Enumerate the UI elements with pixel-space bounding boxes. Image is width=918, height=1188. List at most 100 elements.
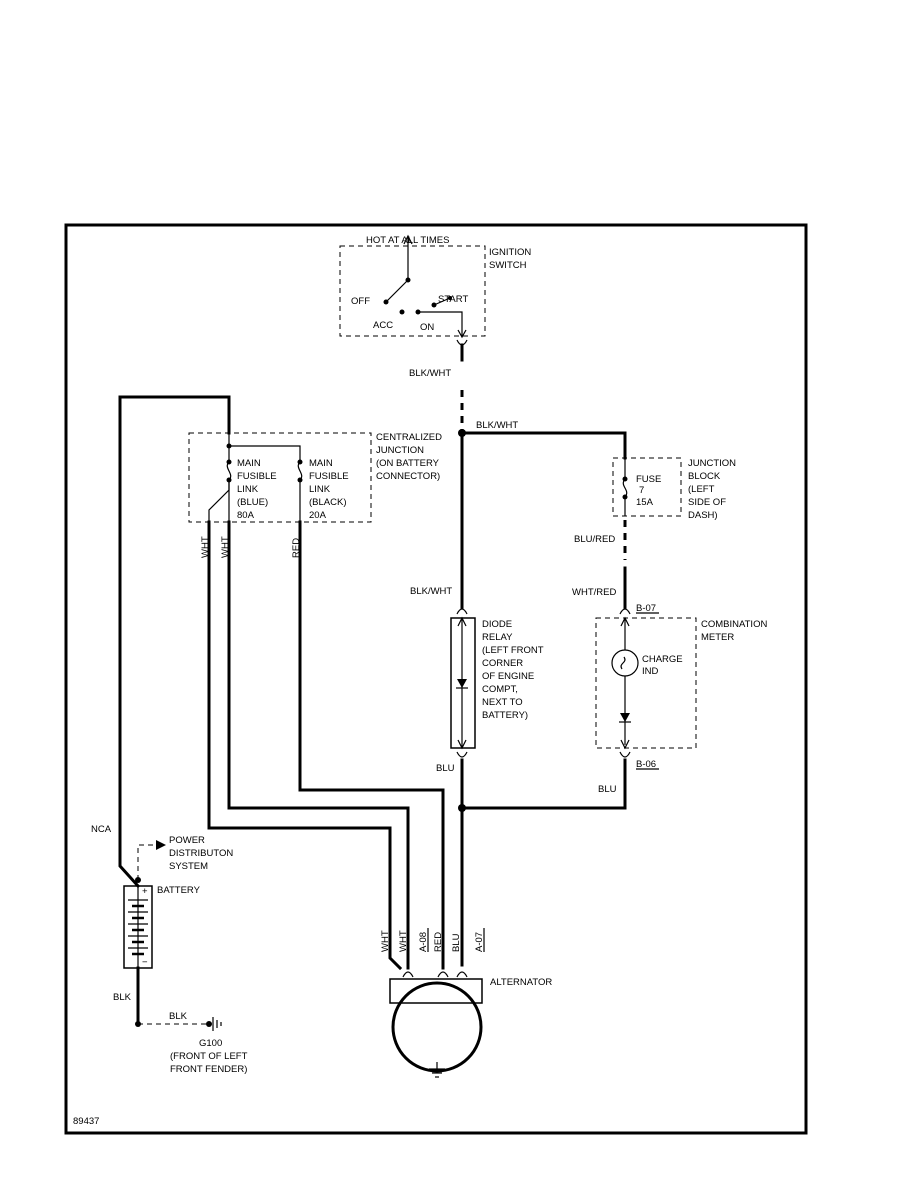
- switch-arrow-icon: [403, 234, 413, 245]
- alt-wht-2-label: WHT: [398, 930, 409, 952]
- wire-blu-meter-label: BLU: [598, 784, 617, 795]
- wire-blu-red-label: BLU/RED: [574, 534, 615, 545]
- fusible-link-blue-label-1: MAIN: [237, 458, 261, 469]
- charge-lamp-filament-icon: [620, 656, 626, 670]
- charge-ind-label-2: IND: [642, 666, 659, 677]
- ground-g100-label-1: G100: [199, 1038, 222, 1049]
- centralized-junction-label-4: CONNECTOR): [376, 471, 440, 482]
- fuse-icon: [622, 478, 628, 498]
- ignition-switch-label-1: IGNITION: [489, 247, 531, 258]
- fusible-link-blue-icon: [226, 461, 232, 481]
- centralized-junction-box: [188, 432, 372, 523]
- fusible-link-black-label-3: LINK: [309, 484, 331, 495]
- connector-b06-label: B-06: [636, 759, 656, 770]
- switch-acc-label: ACC: [373, 320, 393, 331]
- wire-blk-battery-label: BLK: [113, 992, 132, 1003]
- fusible-link-blue-label-4: (BLUE): [237, 497, 268, 508]
- ignition-switch-label-2: SWITCH: [489, 260, 527, 271]
- diode-relay-label-8: BATTERY): [482, 710, 528, 721]
- fusible-link-blue-label-5: 80A: [237, 510, 255, 521]
- charge-ind-label-1: CHARGE: [642, 654, 683, 665]
- alt-connector-2-icon: [437, 971, 449, 978]
- meter-arrow-top-icon: [620, 616, 630, 627]
- switch-pivot: [405, 277, 411, 283]
- relay-diode-icon: [457, 679, 467, 688]
- wire-wht-2: [227, 520, 410, 970]
- junction-block-label-2: BLOCK: [688, 471, 721, 482]
- power-distribution-arrow-icon: [156, 840, 166, 850]
- switch-output-arrow-icon: [457, 329, 467, 339]
- junction-block-label-1: JUNCTION: [688, 458, 736, 469]
- wire-blk-wht-junction-label: BLK/WHT: [476, 420, 518, 431]
- wire-power-distribution: [137, 844, 158, 880]
- ground-g100-label-3: FRONT FENDER): [170, 1064, 247, 1075]
- fusible-link-blue-label-3: LINK: [237, 484, 259, 495]
- diode-relay-label-7: NEXT TO: [482, 697, 523, 708]
- diode-relay-label-1: DIODE: [482, 619, 512, 630]
- junction-bus: [229, 445, 301, 462]
- combination-meter-label-2: METER: [701, 632, 734, 643]
- switch-blade: [385, 279, 409, 303]
- alt-connector-1-icon: [402, 971, 414, 978]
- alt-red-label: RED: [433, 932, 444, 952]
- alt-a08-label: A-08: [418, 932, 429, 952]
- wire-to-fuse: [460, 431, 627, 460]
- diagram-frame: [64, 223, 808, 1135]
- charge-lamp-icon: [611, 649, 639, 677]
- diode-relay-label-4: CORNER: [482, 658, 523, 669]
- fuse-label-2: 7: [639, 485, 644, 496]
- alternator: ALTERNATOR: [389, 977, 552, 1078]
- junction-block-label-5: DASH): [688, 510, 718, 521]
- alternator-label: ALTERNATOR: [490, 977, 552, 988]
- fusible-link-blue-label-2: FUSIBLE: [237, 471, 277, 482]
- wire-wht-2-label: WHT: [220, 536, 231, 558]
- relay-arrow-bottom-icon: [457, 739, 467, 750]
- diode-relay: DIODE RELAY (LEFT FRONT CORNER OF ENGINE…: [450, 616, 544, 750]
- battery: + − BATTERY: [123, 877, 201, 969]
- ground-g100-node: [206, 1021, 212, 1027]
- alt-wht-1-label: WHT: [380, 930, 391, 952]
- centralized-junction-label-3: (ON BATTERY: [376, 458, 440, 469]
- battery-minus-label: −: [142, 957, 148, 968]
- wire-nca: [118, 395, 231, 889]
- switch-on-label: ON: [420, 322, 434, 333]
- switch-output-line: [418, 311, 463, 336]
- connector-b07-icon: [619, 608, 631, 615]
- fusible-link-black-label-4: (BLACK): [309, 497, 346, 508]
- connector-b06-icon: [619, 751, 631, 758]
- alt-connector-3-icon: [456, 971, 468, 978]
- fusible-link-black-icon: [297, 461, 303, 481]
- fusible-link-black-label-1: MAIN: [309, 458, 333, 469]
- fusible-link-blue-out: [208, 480, 230, 522]
- wire-nca-label: NCA: [91, 824, 112, 835]
- splice-blu: [458, 804, 466, 812]
- figure-id: 89437: [73, 1116, 99, 1127]
- meter-diode-icon: [620, 713, 630, 722]
- start-blade-pivot: [448, 296, 452, 300]
- wire-red-label: RED: [291, 538, 302, 558]
- switch-start-label: START: [438, 294, 468, 305]
- battery-plus-label: +: [142, 886, 148, 897]
- wire-blk-wht-top-label: BLK/WHT: [409, 368, 451, 379]
- alt-a07-label: A-07: [474, 932, 485, 952]
- power-distribution-label-1: POWER: [169, 835, 205, 846]
- battery-label: BATTERY: [157, 885, 201, 896]
- wire-wht-1-label: WHT: [200, 536, 211, 558]
- power-distribution-label-2: DISTRIBUTON: [169, 848, 233, 859]
- diode-relay-label-5: OF ENGINE: [482, 671, 534, 682]
- relay-connector-bottom-icon: [456, 751, 468, 758]
- junction-block-label-4: SIDE OF: [688, 497, 726, 508]
- combination-meter: CHARGE IND COMBINATION METER: [595, 616, 767, 750]
- alt-blu-label: BLU: [451, 933, 462, 952]
- diode-relay-label-2: RELAY: [482, 632, 513, 643]
- diode-relay-label-6: COMPT,: [482, 684, 518, 695]
- centralized-junction: CENTRALIZED JUNCTION (ON BATTERY CONNECT…: [188, 432, 442, 523]
- wire-red: [298, 520, 445, 970]
- connector-b07-label: B-07: [636, 603, 656, 614]
- relay-arrow-top-icon: [457, 616, 467, 627]
- ground-g100-label-2: (FRONT OF LEFT: [170, 1051, 248, 1062]
- switch-contact-off: [383, 299, 389, 305]
- centralized-junction-label-2: JUNCTION: [376, 445, 424, 456]
- fusible-link-black-label-5: 20A: [309, 510, 327, 521]
